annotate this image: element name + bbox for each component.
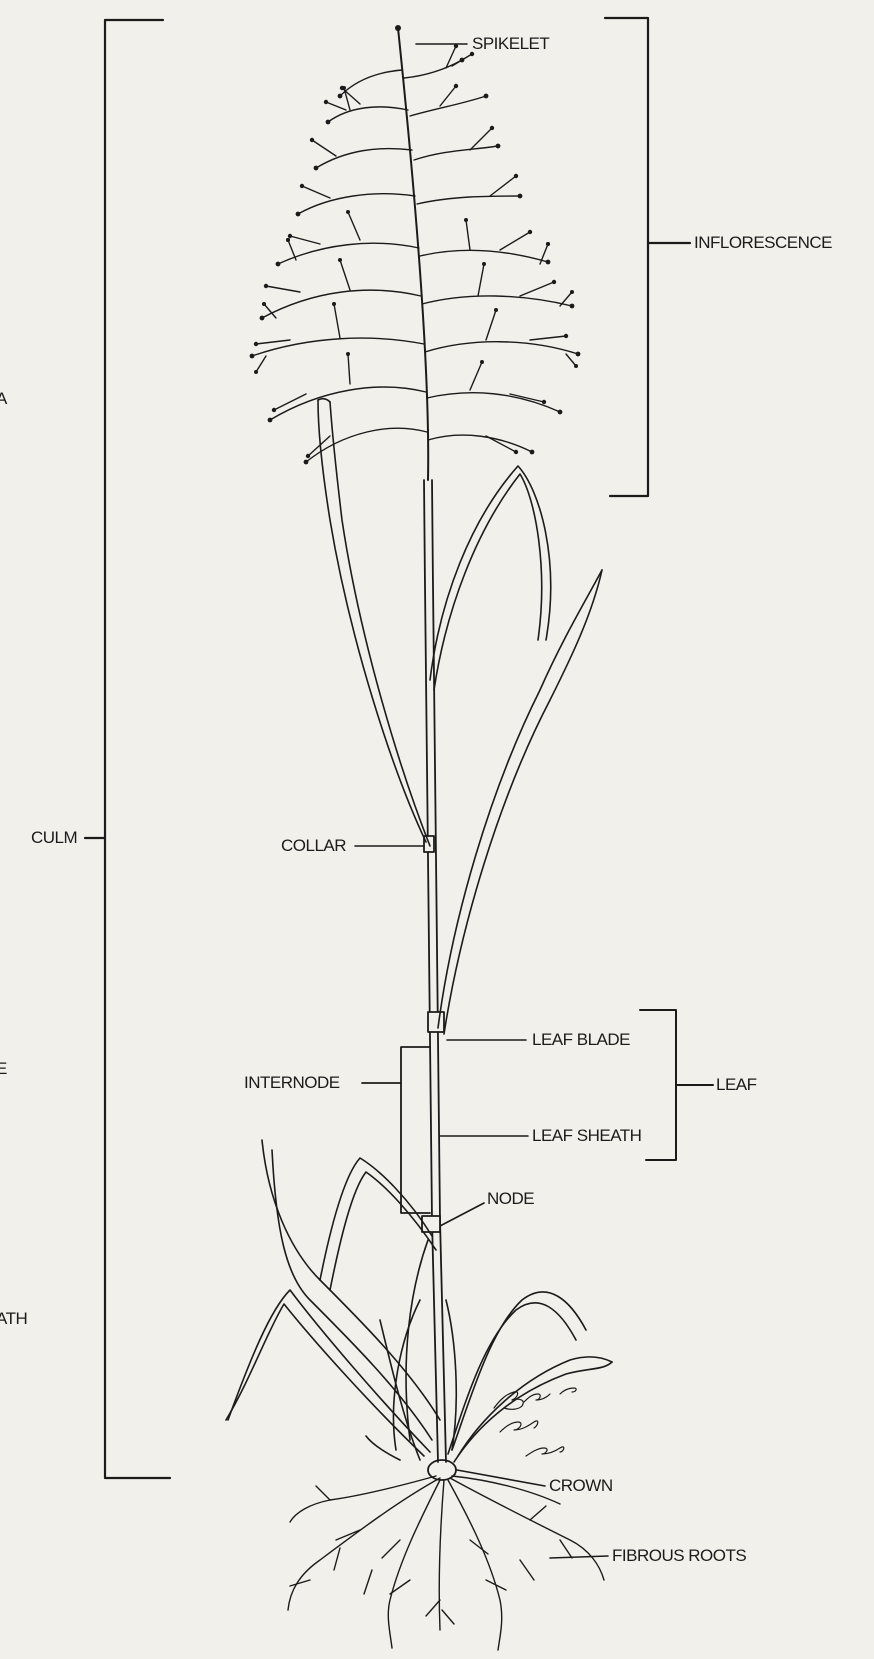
- leaf-bracket: [640, 1010, 713, 1160]
- fibrous-roots-leader: [550, 1556, 608, 1558]
- label-fibrous-roots: FIBROUS ROOTS: [612, 1547, 746, 1564]
- cropped-label-fragment: ATH: [0, 1310, 27, 1327]
- label-node: NODE: [487, 1190, 534, 1207]
- cropped-label-fragment: E: [0, 1060, 7, 1077]
- label-inflorescence: INFLORESCENCE: [694, 234, 832, 251]
- inflorescence-bracket: [605, 18, 690, 496]
- leaf-blades: [226, 399, 612, 1462]
- label-leaf: LEAF: [716, 1076, 757, 1093]
- culm-bracket: [85, 20, 170, 1478]
- label-collar: COLLAR: [281, 837, 346, 854]
- label-spikelet: SPIKELET: [472, 35, 549, 52]
- culm-stem: [424, 480, 446, 1462]
- artist-signature: [494, 1388, 576, 1456]
- label-leaf-blade: LEAF BLADE: [532, 1031, 630, 1048]
- cropped-label-fragment: A: [0, 390, 7, 407]
- label-internode: INTERNODE: [244, 1074, 340, 1091]
- node-leader: [440, 1203, 484, 1226]
- label-crown: CROWN: [549, 1477, 613, 1494]
- fibrous-roots: [288, 1476, 604, 1650]
- label-culm: CULM: [31, 829, 77, 846]
- inflorescence-panicle: [252, 28, 578, 480]
- label-leaf-sheath: LEAF SHEATH: [532, 1127, 641, 1144]
